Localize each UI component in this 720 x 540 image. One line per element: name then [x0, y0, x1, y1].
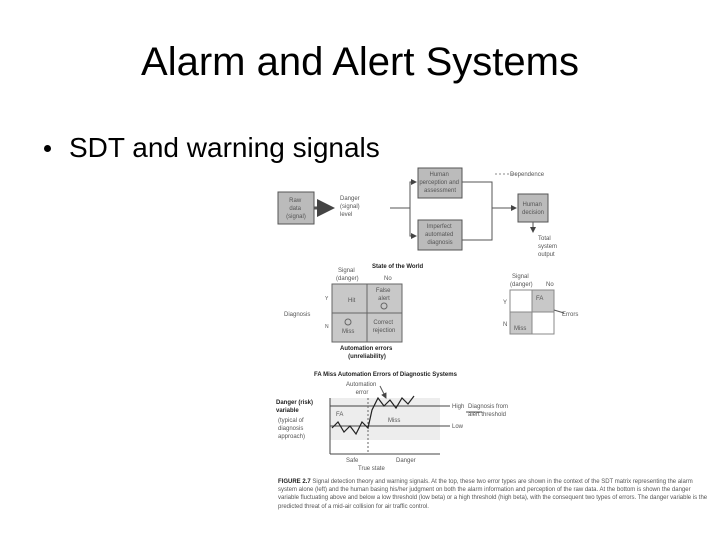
automation-errors-label: Automation errors (unreliability) — [340, 346, 394, 360]
automation-error-label: Automation error — [346, 382, 378, 396]
matrix-signal-label: Signal (danger) — [336, 268, 359, 282]
sdt-matrix: State of the World Signal (danger) No Hi… — [284, 264, 424, 360]
automated-diagnosis-box — [417, 219, 463, 251]
bullet-dot-icon — [44, 144, 51, 152]
caption-label: FIGURE 2.7 — [278, 479, 311, 485]
danger-level-label: Danger (signal) level — [340, 196, 361, 218]
human-perception-box — [417, 167, 463, 199]
safe-label: Safe — [346, 458, 359, 464]
timeline-miss: Miss — [388, 418, 400, 424]
slide-title: Alarm and Alert Systems — [141, 40, 579, 84]
timeline-plot: FA Miss Automation Errors of Diagnostic … — [276, 372, 510, 472]
danger-state-label: Danger — [396, 458, 416, 464]
danger-variable-label: Danger (risk) variable — [276, 400, 315, 414]
human-decision-label: Human decision — [522, 202, 544, 216]
small-y-mark: Y — [503, 300, 507, 306]
small-errors-label: Errors — [562, 312, 578, 318]
raw-data-label: Raw data (signal) — [286, 198, 306, 220]
danger-variable-trace — [331, 395, 415, 436]
timeline-title: FA Miss Automation Errors of Diagnostic … — [314, 372, 458, 378]
threshold-label: Diagnosis from alert threshold — [468, 404, 510, 418]
matrix-yes-mark: Y — [325, 296, 329, 302]
automated-diagnosis-label: Imperfect automated diagnosis — [425, 224, 455, 246]
matrix-hit: Hit — [348, 298, 356, 304]
bullet-text: SDT and warning signals — [69, 132, 380, 163]
matrix-no-label: No — [384, 276, 392, 282]
timeline-fa: FA — [336, 412, 343, 418]
matrix-false-alert: False alert — [376, 288, 392, 302]
small-matrix: Signal (danger) No Y N FA Miss Errors — [503, 274, 578, 335]
total-output-label: Total system output — [538, 236, 559, 258]
sdt-figure: Raw data (signal) Danger (signal) level … — [270, 160, 710, 535]
small-no-label: No — [546, 282, 554, 288]
human-decision-box — [517, 193, 549, 223]
human-perception-label: Human perception and assessment — [419, 172, 460, 194]
flow-diagram: Raw data (signal) Danger (signal) level … — [277, 167, 559, 258]
state-of-world-header: State of the World — [372, 264, 424, 270]
typical-label: (typical of diagnosis approach) — [278, 418, 305, 440]
small-signal-label: Signal (danger) — [510, 274, 533, 288]
small-miss: Miss — [514, 326, 526, 332]
matrix-no-mark: N — [325, 324, 329, 330]
diagnosis-label: Diagnosis — [284, 312, 310, 318]
small-fa: FA — [536, 296, 543, 302]
sdt-figure-graphic: Raw data (signal) Danger (signal) level … — [276, 167, 578, 472]
raw-data-box — [277, 191, 315, 225]
dependence-label: Dependence — [510, 172, 545, 178]
matrix-correct-rejection: Correct rejection — [373, 320, 396, 334]
matrix-miss: Miss — [342, 329, 354, 335]
true-state-label: True state — [358, 466, 385, 472]
high-label: High — [452, 404, 464, 410]
low-label: Low — [452, 424, 464, 430]
small-n-mark: N — [503, 322, 507, 328]
bullet-item: SDT and warning signals — [44, 132, 380, 164]
caption-text: Signal detection theory and warning sign… — [278, 479, 708, 510]
figure-caption: FIGURE 2.7 Signal detection theory and w… — [278, 478, 708, 511]
